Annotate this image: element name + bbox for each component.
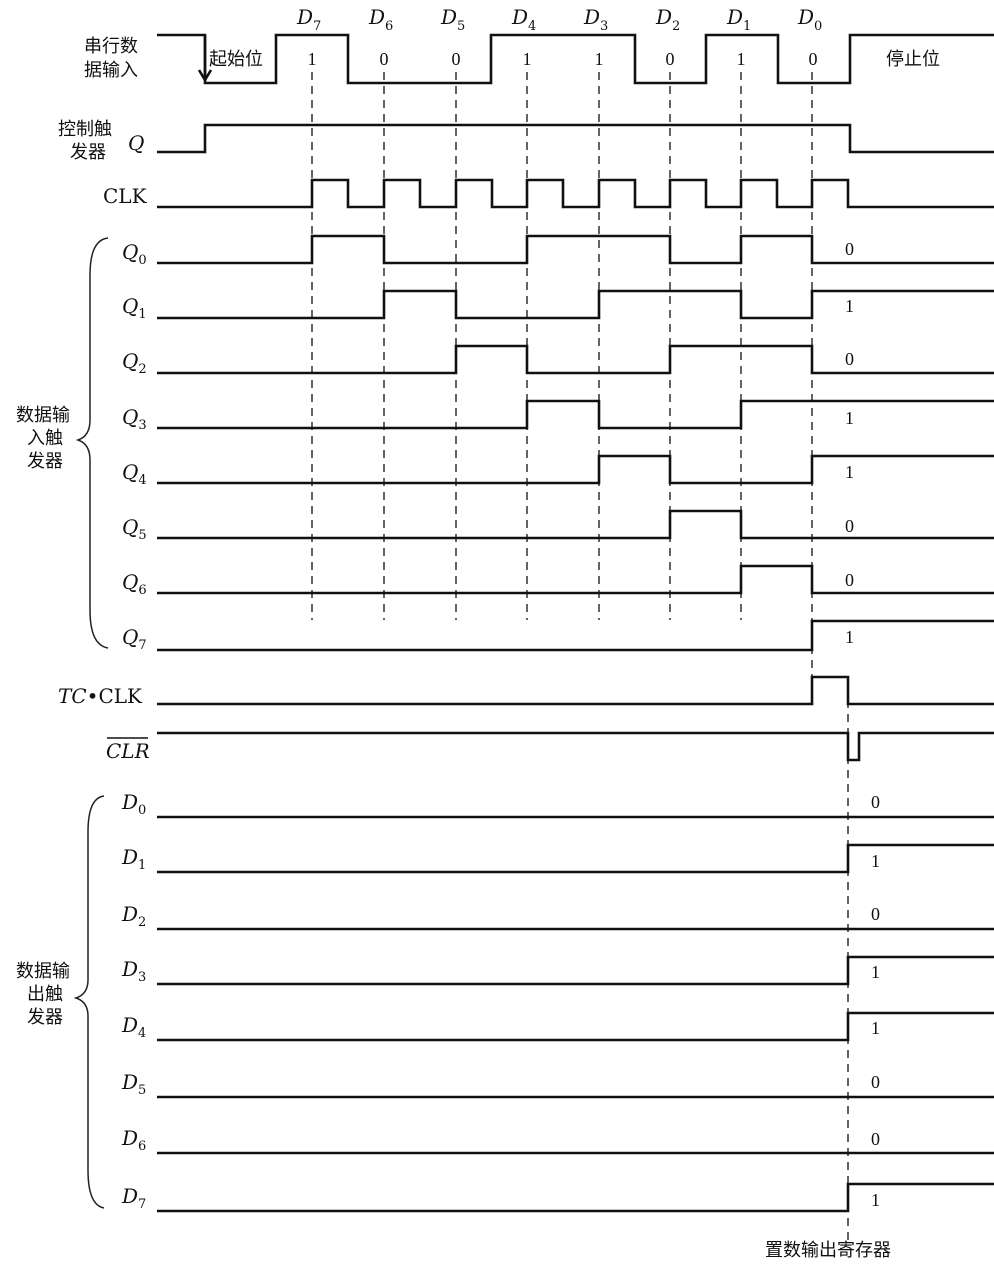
serial-bit-value: 0 xyxy=(452,49,461,69)
serial-bit-value: 1 xyxy=(595,49,604,69)
input-ff-final-value: 1 xyxy=(845,408,854,428)
input-ff-q2-waveform xyxy=(157,344,994,375)
control-ff-waveform xyxy=(157,123,994,154)
output-ff-final-values: 0 1 0 1 1 0 0 1 xyxy=(871,792,880,1210)
header-bit-d1: D1 xyxy=(726,5,751,34)
waveforms xyxy=(157,33,994,1213)
output-ff-final-value: 0 xyxy=(871,792,880,812)
serial-bit-values: 1 0 0 1 1 0 1 0 xyxy=(308,49,818,69)
clr-label: CLR xyxy=(106,739,150,763)
output-ff-d1-label: D1 xyxy=(121,845,146,873)
serial-bit-value: 1 xyxy=(737,49,746,69)
clk-waveform xyxy=(157,178,994,209)
input-ff-final-value: 0 xyxy=(845,239,854,259)
output-ff-d3-waveform xyxy=(157,955,994,986)
output-group-brace xyxy=(73,795,105,1209)
input-ff-final-value: 0 xyxy=(845,349,854,369)
input-ff-q3-label: Q3 xyxy=(122,405,147,433)
output-ff-final-value: 0 xyxy=(871,904,880,924)
serial-input-label-line1: 串行数 xyxy=(84,36,138,57)
serial-bit-value: 0 xyxy=(809,49,818,69)
clk-label: CLK xyxy=(103,184,148,208)
header-bit-d6: D6 xyxy=(368,5,393,34)
control-ff-label-line1: 控制触 xyxy=(58,119,112,140)
header-bit-d7: D7 xyxy=(296,5,321,34)
input-ff-q0-waveform xyxy=(157,234,994,265)
start-bit-arrow xyxy=(197,35,213,83)
input-ff-final-value: 1 xyxy=(845,296,854,316)
output-ff-d2-label: D2 xyxy=(121,902,146,930)
output-ff-d7-label: D7 xyxy=(121,1184,146,1212)
input-ff-q4-label: Q4 xyxy=(122,460,147,488)
input-ff-q7-waveform xyxy=(157,619,994,652)
output-ff-final-value: 0 xyxy=(871,1072,880,1092)
stop-bit-label: 停止位 xyxy=(886,49,940,70)
sampling-guide-lines xyxy=(311,72,849,1240)
output-ff-final-value: 1 xyxy=(871,851,880,871)
input-ff-q6-label: Q6 xyxy=(122,570,147,598)
output-ff-final-value: 1 xyxy=(871,1190,880,1210)
input-ff-final-value: 1 xyxy=(845,462,854,482)
header-bit-d2: D2 xyxy=(655,5,680,34)
input-group-label-line2: 入触 xyxy=(27,428,63,449)
input-group-label-line3: 发器 xyxy=(27,451,63,472)
input-ff-q7-label: Q7 xyxy=(122,625,147,653)
header-bit-d0: D0 xyxy=(797,5,822,34)
serial-bit-value: 1 xyxy=(308,49,317,69)
tc-clk-waveform xyxy=(157,675,994,706)
load-output-register-label: 置数输出寄存器 xyxy=(765,1240,891,1261)
tc-clk-label: TC•CLK xyxy=(58,684,143,708)
input-ff-final-value: 0 xyxy=(845,516,854,536)
input-ff-q1-label: Q1 xyxy=(122,294,147,322)
start-bit-label: 起始位 xyxy=(209,49,263,70)
input-ff-final-values: 0 1 0 1 1 0 0 1 xyxy=(845,239,854,647)
output-ff-d7-waveform xyxy=(157,1182,994,1213)
input-ff-labels: Q0 Q1 Q2 Q3 Q4 Q5 Q6 Q7 xyxy=(122,240,147,653)
input-ff-q4-waveform xyxy=(157,454,994,485)
serial-input-waveform xyxy=(157,33,994,85)
header-bit-d4: D4 xyxy=(511,5,536,34)
input-ff-q5-label: Q5 xyxy=(122,515,147,543)
serial-input-label-line2: 据输入 xyxy=(84,60,138,81)
output-ff-d3-label: D3 xyxy=(121,957,146,985)
output-ff-d1-waveform xyxy=(157,843,994,874)
input-group-brace xyxy=(75,237,109,649)
clr-waveform xyxy=(157,731,994,762)
output-ff-final-value: 1 xyxy=(871,962,880,982)
output-ff-final-value: 0 xyxy=(871,1129,880,1149)
input-ff-q3-waveform xyxy=(157,399,994,430)
output-ff-d5-label: D5 xyxy=(121,1070,146,1098)
serial-bit-value: 0 xyxy=(666,49,675,69)
output-group-label-line2: 出触 xyxy=(27,984,63,1005)
output-group-label-line1: 数据输 xyxy=(16,961,70,982)
input-ff-q1-waveform xyxy=(157,289,994,320)
control-ff-label-line2: 发器 xyxy=(70,142,106,163)
input-ff-q2-label: Q2 xyxy=(122,349,147,377)
input-ff-q6-waveform xyxy=(157,564,994,595)
input-ff-q0-label: Q0 xyxy=(122,240,147,268)
header-bit-d5: D5 xyxy=(440,5,465,34)
input-group-label-line1: 数据输 xyxy=(16,405,70,426)
control-ff-signal-label: Q xyxy=(128,131,144,155)
output-ff-d4-waveform xyxy=(157,1011,994,1042)
serial-bit-value: 1 xyxy=(523,49,532,69)
output-ff-d6-label: D6 xyxy=(121,1126,146,1154)
output-ff-labels: D0 D1 D2 D3 D4 D5 D6 D7 xyxy=(121,790,146,1212)
output-ff-d4-label: D4 xyxy=(121,1013,146,1041)
output-group-label-line3: 发器 xyxy=(27,1007,63,1028)
input-ff-final-value: 1 xyxy=(845,627,854,647)
serial-bit-value: 0 xyxy=(380,49,389,69)
input-ff-q5-waveform xyxy=(157,509,994,540)
output-ff-final-value: 1 xyxy=(871,1018,880,1038)
output-ff-d0-label: D0 xyxy=(121,790,146,818)
header-bit-d3: D3 xyxy=(583,5,608,34)
input-ff-final-value: 0 xyxy=(845,570,854,590)
serial-bit-header: D7 D6 D5 D4 D3 D2 D1 D0 xyxy=(296,5,822,34)
